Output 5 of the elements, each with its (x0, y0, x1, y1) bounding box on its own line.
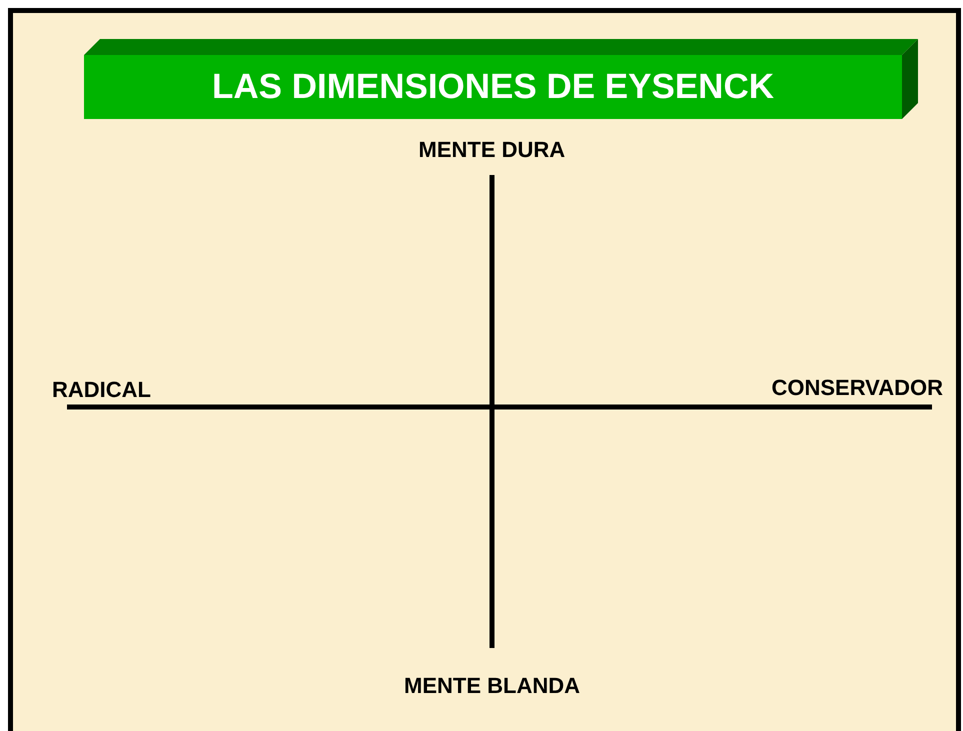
axis-label: CONSERVADOR (771, 375, 943, 401)
axis-label: MENTE BLANDA (404, 673, 580, 699)
title-banner: LAS DIMENSIONES DE EYSENCK (84, 55, 902, 119)
axis-label: MENTE DURA (418, 137, 566, 163)
axis-label: RADICAL (52, 377, 151, 403)
